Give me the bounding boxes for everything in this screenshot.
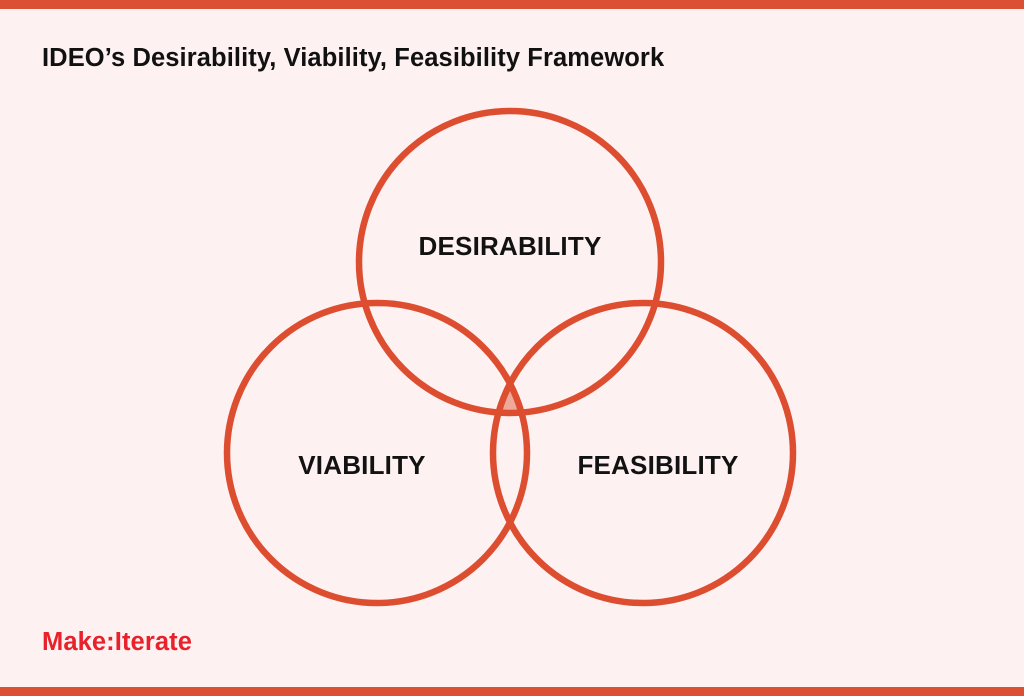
label-viability: VIABILITY [298,450,425,480]
brand-logo: Make:Iterate [42,628,193,656]
label-feasibility: FEASIBILITY [577,450,738,480]
label-desirability: DESIRABILITY [419,231,602,261]
circle-viability[interactable] [223,299,531,607]
circle-feasibility[interactable] [489,299,797,607]
circle-desirability[interactable] [355,107,665,417]
page-title: IDEO’s Desirability, Viability, Feasibil… [42,44,665,72]
top-accent-bar [0,0,1024,9]
bottom-accent-bar [0,687,1024,696]
